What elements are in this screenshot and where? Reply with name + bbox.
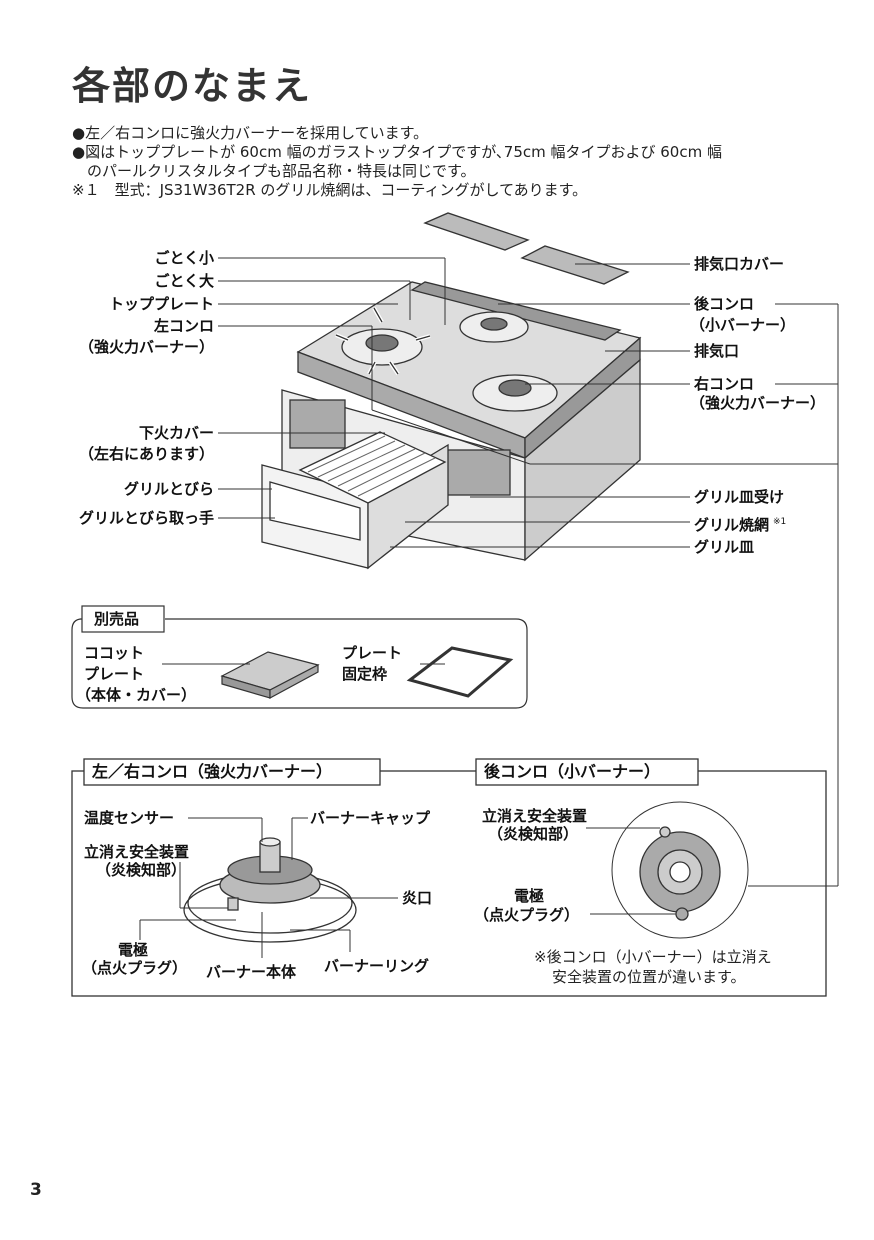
label-grill-net: グリル焼網※1 [694, 516, 787, 534]
label-temp-sensor: 温度センサー [84, 809, 175, 827]
page-number: 3 [30, 1180, 42, 1200]
label-safety-device-sub: （炎検知部） [96, 861, 187, 879]
label-r-safety-device: 立消え安全装置 [482, 807, 588, 825]
label-grill-tray-holder: グリル皿受け [694, 488, 785, 506]
label-r-safety-device-sub: （炎検知部） [488, 825, 579, 843]
label-electrode: 電極 [118, 941, 149, 959]
label-exhaust-cover: 排気口カバー [694, 255, 785, 273]
label-frame-1: プレート [342, 644, 403, 662]
label-burner-cap: バーナーキャップ [310, 809, 431, 827]
label-cocotte-1: ココット [84, 644, 145, 662]
note-line-4: ※１ 型式：JS31W36T2R のグリル焼網は、コーティングがしてあります。 [72, 181, 588, 199]
label-shitabi-cover: 下火カバー [138, 424, 214, 442]
label-left-konro: 左コンロ [153, 317, 214, 335]
accessories-title: 別売品 [94, 610, 140, 628]
label-rear-konro-sub: （小バーナー） [690, 316, 796, 334]
label-burner-ring: バーナーリング [324, 957, 430, 975]
label-grill-handle: グリルとびら取っ手 [78, 509, 214, 527]
label-flame-port: 炎口 [402, 889, 433, 907]
label-grill-door: グリルとびら [123, 480, 214, 498]
label-safety-device: 立消え安全装置 [84, 843, 190, 861]
rear-konro-note-1: ※後コンロ（小バーナー）は立消え [534, 948, 772, 966]
note-line-2: ●図はトッププレートが 60cm 幅のガラストップタイプですが､75cm 幅タイ… [72, 143, 722, 161]
note-line-3: のパールクリスタルタイプも部品名称・特長は同じです。 [72, 162, 476, 180]
label-grill-net-mark: ※1 [773, 517, 787, 527]
label-exhaust: 排気口 [694, 342, 740, 360]
label-grill-tray: グリル皿 [694, 538, 755, 556]
label-gotoku-small: ごとく小 [154, 249, 214, 267]
label-burner-body: バーナー本体 [206, 963, 297, 981]
label-right-konro: 右コンロ [694, 375, 755, 393]
label-top-plate: トッププレート [108, 295, 214, 313]
page-title: 各部のなまえ [72, 64, 313, 108]
label-gotoku-large: ごとく大 [154, 272, 214, 290]
burner-box-title-right: 後コンロ（小バーナー） [484, 762, 661, 781]
label-electrode-sub: （点火プラグ） [82, 959, 188, 977]
label-cocotte-3: （本体・カバー） [76, 686, 197, 704]
label-frame-2: 固定枠 [342, 665, 388, 683]
label-right-konro-sub: （強火力バーナー） [690, 394, 826, 412]
rear-konro-note-2: 安全装置の位置が違います。 [552, 968, 746, 986]
label-shitabi-cover-sub: （左右にあります） [78, 445, 214, 463]
label-r-electrode-sub: （点火プラグ） [474, 906, 580, 924]
label-left-konro-sub: （強火力バーナー） [78, 338, 214, 356]
note-line-1: ●左／右コンロに強火力バーナーを採用しています。 [72, 124, 429, 142]
label-cocotte-2: プレート [84, 665, 145, 683]
burner-box-title-left: 左／右コンロ（強火力バーナー） [92, 762, 333, 781]
label-rear-konro: 後コンロ [694, 295, 755, 313]
label-r-electrode: 電極 [514, 887, 545, 905]
